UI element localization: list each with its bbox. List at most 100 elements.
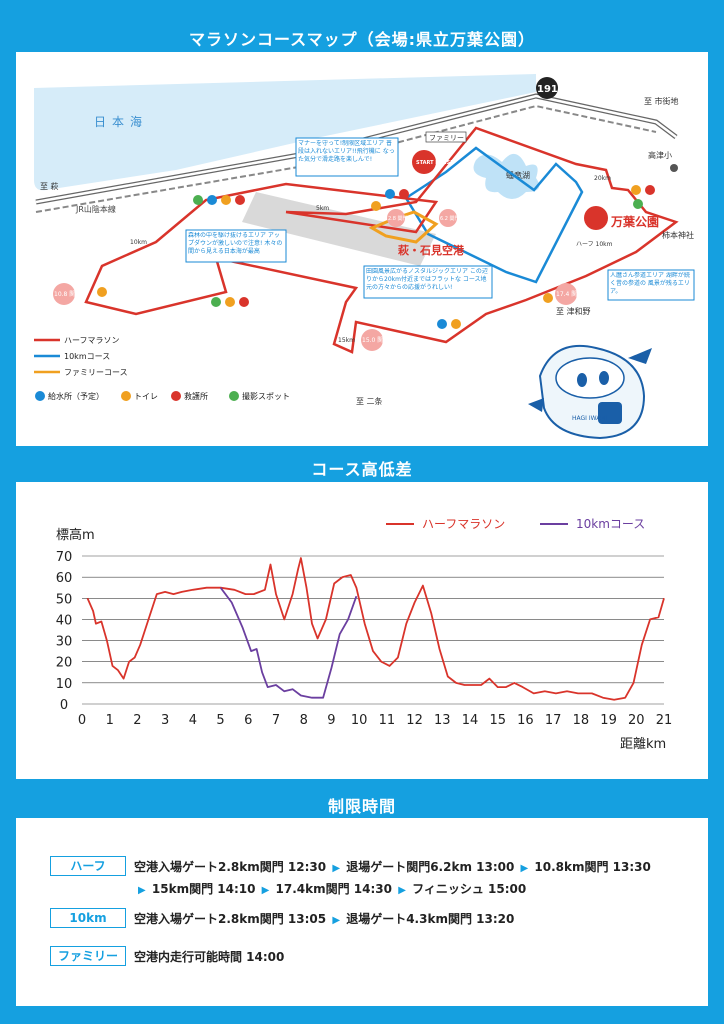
x-tick-label: 20 [628, 713, 645, 728]
water-station-icon [207, 195, 217, 205]
toilet-icon [225, 297, 235, 307]
y-tick-label: 40 [56, 613, 73, 628]
x-tick-label: 0 [78, 713, 86, 728]
gate-6-2 [439, 209, 457, 227]
series-line-half [86, 557, 665, 701]
arrow-icon: ▶ [332, 915, 341, 926]
x-tick-label: 15 [489, 713, 506, 728]
x-tick-label: 9 [327, 713, 335, 728]
start-finish-badge-park [584, 206, 608, 230]
to-nijo-label: 至 二条 [356, 396, 383, 406]
x-tick-label: 6 [244, 713, 252, 728]
chart-series [86, 557, 665, 701]
gate-17-4 [555, 283, 577, 305]
legend-ten: 10kmコース [64, 352, 110, 361]
legend-family: ファミリーコース [64, 368, 128, 377]
x-tick-label: 12 [406, 713, 423, 728]
gate-15 [361, 329, 383, 351]
map-section-title: マラソンコースマップ（会場:県立万葉公園） [188, 30, 536, 49]
sea-label: 日本海 [94, 114, 148, 129]
course-map-svg: 日本海 JR山陰本線 至 萩 191 至 市街地 高津小 蟠竜湖 萩・石見空港 … [34, 74, 695, 440]
x-tick-label: 5 [216, 713, 224, 728]
half-item: 10.8km関門 13:30 [534, 860, 651, 874]
arrow-icon: ▶ [138, 885, 146, 896]
half-line-2: ▶ 15km関門 14:10 ▶ 17.4km関門 14:30 ▶ フィニッシュ… [136, 880, 526, 897]
toilet-icon [631, 185, 641, 195]
lake-label: 蟠竜湖 [506, 170, 530, 180]
callout-runway [295, 137, 399, 177]
toilet-icon [371, 201, 381, 211]
chart-xlabel: 距離km [620, 737, 666, 752]
sea-area [34, 74, 536, 191]
legend-water: 給水所（予定） [48, 391, 104, 401]
legend-series-half: ハーフマラソン [422, 517, 505, 531]
aid-station-icon [399, 189, 409, 199]
callout-rural [363, 265, 493, 299]
half-item: 退場ゲート関門6.2km 13:00 [346, 860, 515, 874]
route-number: 191 [537, 84, 558, 95]
water-station-icon [437, 319, 447, 329]
aid-station-icon [235, 195, 245, 205]
x-tick-label: 21 [656, 713, 673, 728]
callout-runway-text: マナーを守って!制限区域エリア 普段は入れないエリア!!飛行機に なった気分で滑… [298, 140, 395, 163]
half-line-1: 空港入場ゲート2.8km関門 12:30 ▶ 退場ゲート関門6.2km 13:0… [134, 858, 651, 875]
x-tick-label: 17 [545, 713, 562, 728]
gate-2-8-label: 2.8 関門 [388, 216, 408, 222]
x-tick-label: 8 [300, 713, 308, 728]
gate-10-8 [53, 283, 75, 305]
arrow-icon: ▶ [261, 885, 270, 896]
start-finish-badge-airport [412, 150, 436, 174]
y-tick-label: 50 [56, 592, 73, 607]
kakimoto-label: 柿本神社 [662, 230, 694, 240]
photo-spot-icon [211, 297, 221, 307]
series-line-ten [219, 587, 358, 699]
x-tick-label: 11 [379, 713, 396, 728]
ten-km-route [404, 146, 584, 284]
rail-label: JR山陰本線 [75, 204, 116, 214]
half-marathon-route [84, 126, 679, 354]
toilet-icon [97, 287, 107, 297]
chart-ylabel: 標高m [56, 527, 95, 543]
marker-20km: 20km [594, 175, 611, 182]
marker-5km: 5km [316, 205, 329, 212]
water-station-icon [385, 189, 395, 199]
legend-toilet-icon [121, 391, 131, 401]
callout-shrine [607, 269, 695, 301]
x-tick-label: 10 [351, 713, 368, 728]
mascot-illustration: HAGI IWAMI [528, 344, 652, 440]
course-map: 日本海 JR山陰本線 至 萩 191 至 市街地 高津小 蟠竜湖 萩・石見空港 … [16, 52, 708, 446]
toilet-icon [221, 195, 231, 205]
x-tick-label: 3 [161, 713, 169, 728]
y-tick-label: 10 [56, 677, 73, 692]
chart-grid [82, 555, 664, 705]
half-label: ハーフ [50, 856, 126, 876]
x-tick-label: 7 [272, 713, 280, 728]
route-shield [536, 77, 558, 99]
marker-15km: 15km [338, 337, 355, 344]
takatsu-school-label: 高津小 [648, 150, 672, 160]
gate-15-label: 15.0 関門 [362, 337, 389, 344]
family-tag-label: ファミリー [429, 134, 464, 142]
legend-series-ten: 10kmコース [576, 517, 645, 531]
time-section-title: 制限時間 [327, 797, 396, 816]
family-line: 空港内走行可能時間 14:00 [134, 950, 285, 964]
y-tick-label: 20 [56, 656, 73, 671]
photo-spot-icon [193, 195, 203, 205]
marker-half-10km: ハーフ 10km [576, 241, 613, 248]
arrow-icon: ▶ [520, 863, 529, 874]
arrow-icon: ▶ [332, 863, 341, 874]
x-tick-label: 2 [133, 713, 141, 728]
gate-17-4-label: 17.4 関門 [556, 291, 583, 298]
y-tick-label: 70 [56, 550, 73, 565]
arrow-icon: ▶ [398, 885, 406, 896]
callout-forest-text: 森林の中を駆け抜けるエリア アップダウンが激しいので注意! 木々の間から見える日… [188, 232, 283, 255]
x-tick-label: 4 [189, 713, 197, 728]
photo-spot-icon [633, 199, 643, 209]
legend-half: ハーフマラソン [64, 336, 120, 345]
half-item: 17.4km関門 14:30 [275, 882, 392, 896]
legend-photo: 撮影スポット [242, 391, 290, 401]
x-tick-label: 1 [106, 713, 114, 728]
